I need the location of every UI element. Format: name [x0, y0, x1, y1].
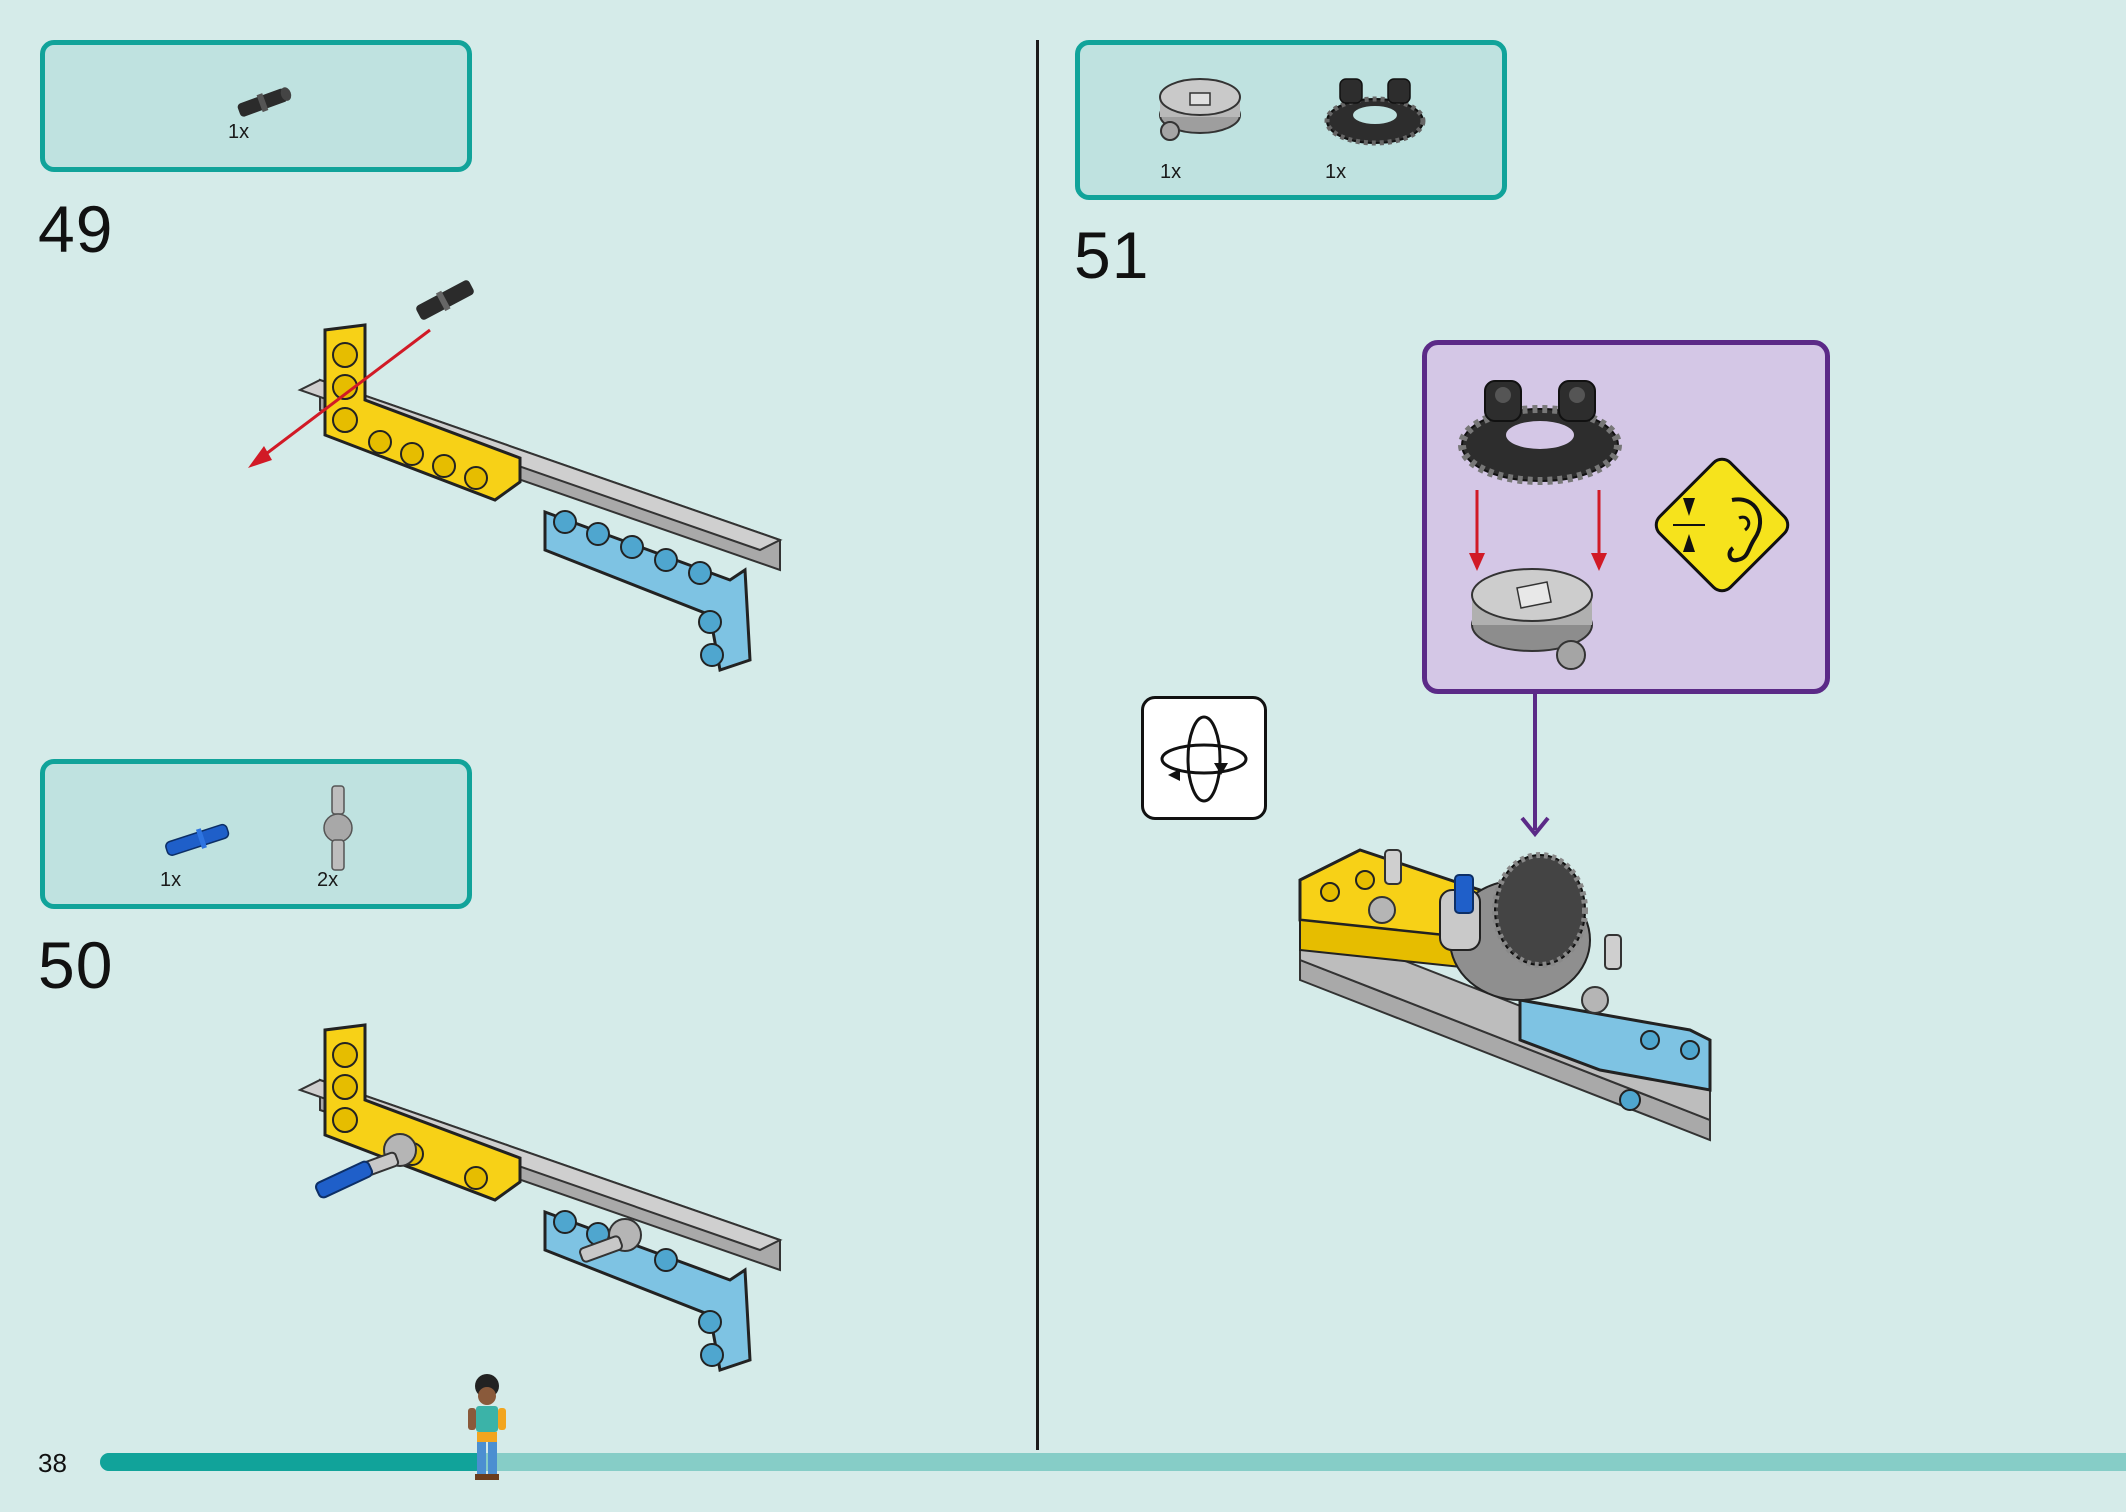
- down-arrows: [1469, 490, 1607, 571]
- callout-connector-arrow: [1520, 692, 1550, 838]
- part-qty: 1x: [1160, 161, 1182, 183]
- blue-axle-pin-icon: [165, 823, 230, 856]
- parts-box-step-51: 1x 1x: [1075, 40, 1507, 200]
- step-number: 49: [38, 192, 114, 266]
- turntable-gear-top-icon: [1458, 380, 1622, 485]
- rotate-model-icon: [1141, 696, 1267, 820]
- minifigure-progress-marker-icon: [468, 1374, 506, 1480]
- column-divider: [1036, 40, 1039, 1450]
- step-number: 50: [38, 928, 114, 1002]
- turntable-base-icon: [1159, 78, 1241, 141]
- part-qty: 2x: [317, 869, 339, 891]
- part-qty: 1x: [160, 869, 182, 891]
- gray-pin-cross-connector-icon: [323, 785, 353, 871]
- progress-track: [100, 1453, 2126, 1471]
- turntable-base-icon: [1471, 568, 1593, 670]
- parts-box-step-50: 1x 2x: [40, 759, 472, 909]
- step-50-assembly-illustration: [297, 1023, 783, 1372]
- axle-pin-connector-black-icon: [237, 87, 292, 117]
- part-qty: 1x: [228, 121, 250, 143]
- click-sound-warning-icon: [1654, 457, 1790, 593]
- parts-box-step-49: 1x: [40, 40, 472, 172]
- step-49-assembly-illustration: [248, 280, 783, 672]
- sub-assembly-callout: [1422, 340, 1830, 694]
- rotate-arrows-icon: [1160, 715, 1248, 803]
- step-number: 51: [1074, 218, 1150, 292]
- page-number: 38: [38, 1448, 67, 1478]
- part-qty: 1x: [1325, 161, 1347, 183]
- step-51-assembly-illustration: [1298, 848, 1712, 1142]
- turntable-gear-top-icon: [1324, 78, 1426, 146]
- progress-fill: [100, 1453, 485, 1471]
